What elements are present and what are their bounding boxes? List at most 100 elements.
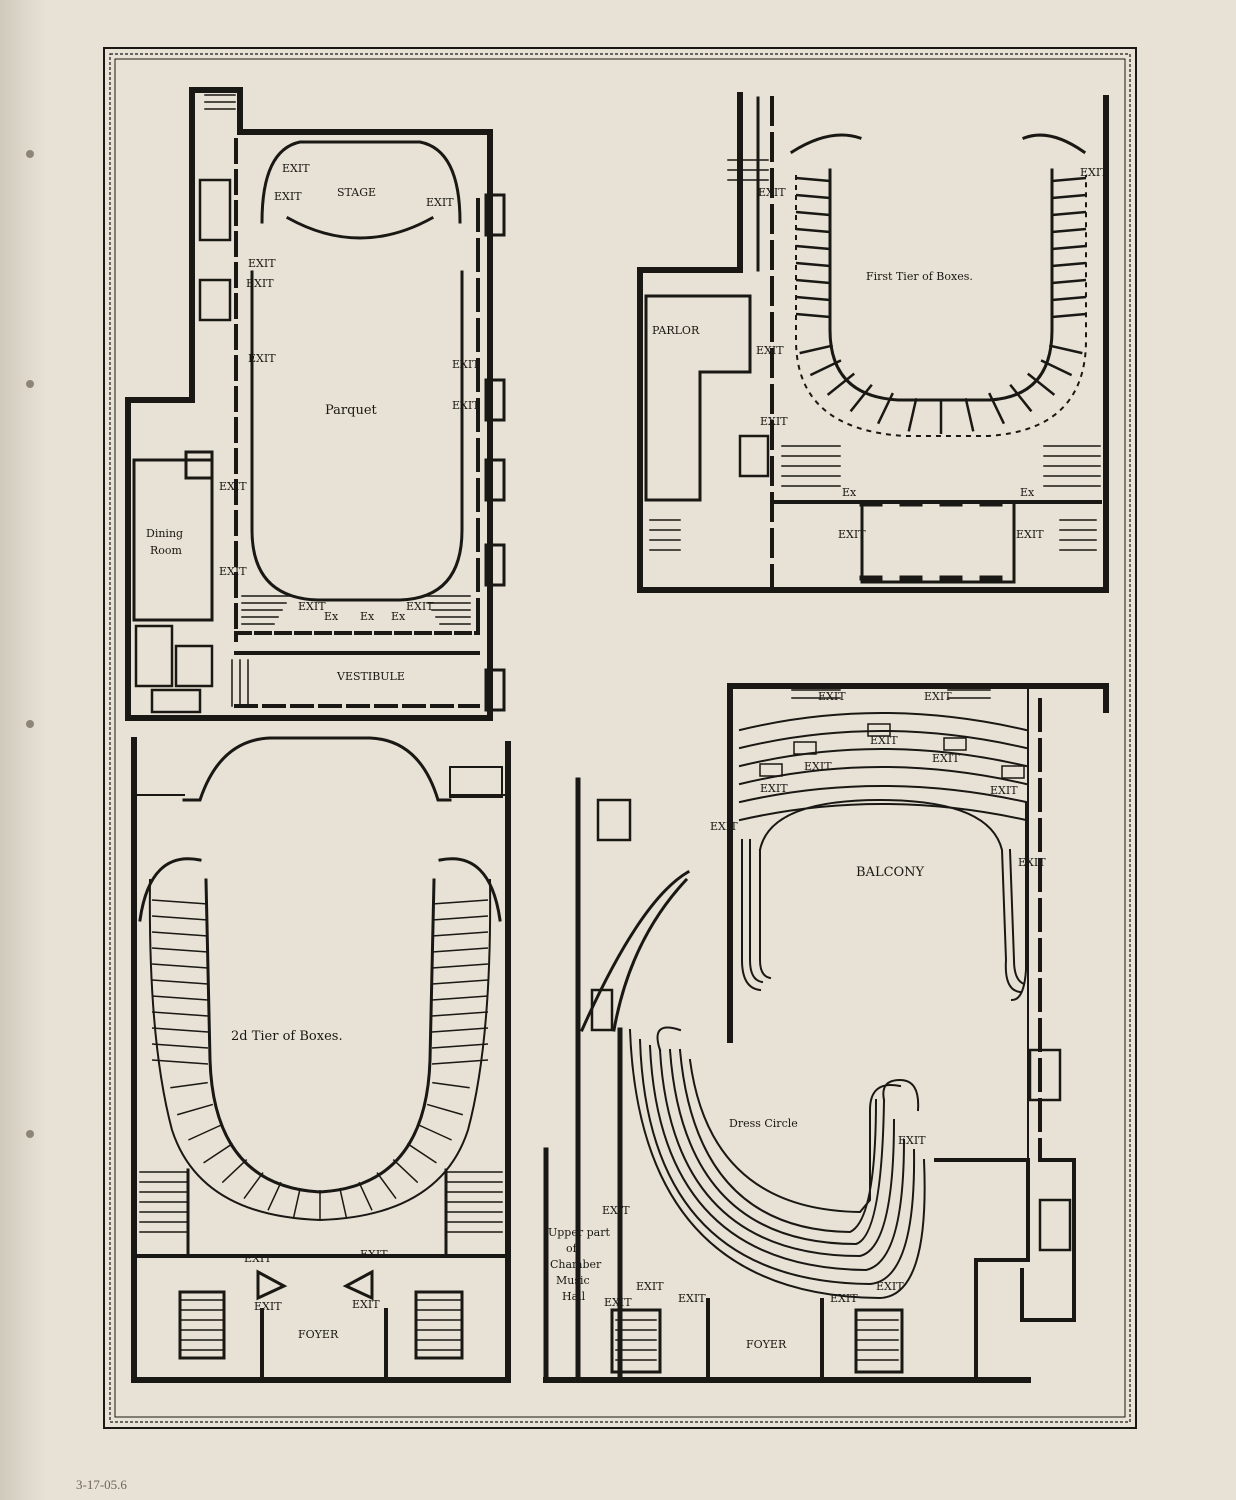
exit-label: EXIT (274, 190, 302, 203)
chamber-note-5: Hall (562, 1290, 586, 1303)
first-tier-title: First Tier of Boxes. (866, 270, 973, 283)
box-partition (849, 383, 873, 413)
box-partition (406, 1142, 437, 1164)
exit-label: EXIT (426, 196, 454, 209)
vestibule-label: VESTIBULE (336, 670, 405, 683)
box-partition (988, 392, 1006, 425)
exit-label: EXIT (1016, 528, 1044, 541)
box-partition (267, 1181, 282, 1211)
exit-label: EXIT (758, 186, 786, 199)
balcony-labels: BALCONY Dress Circle FOYER EXIT EXIT EXI… (548, 690, 1046, 1351)
box-partition (1051, 312, 1087, 319)
box-partition (799, 344, 834, 355)
box-partition (358, 1181, 373, 1211)
box-partition (431, 915, 489, 921)
exit-label: EXIT (830, 1292, 858, 1305)
exit-label: EXIT (924, 690, 952, 703)
box-partition (151, 931, 209, 937)
box-partition (151, 915, 209, 921)
exit-label: EXIT (678, 1292, 706, 1305)
box-partition (431, 931, 489, 937)
second-tier-plan (131, 736, 511, 1383)
box-partition (151, 899, 209, 905)
exit-label: EXIT (760, 782, 788, 795)
box-partition (339, 1187, 348, 1218)
box-partition (203, 1142, 234, 1164)
box-partition (243, 1172, 264, 1200)
box-partition (1048, 344, 1083, 355)
exit-label: EXIT (870, 734, 898, 747)
balcony-box (793, 741, 817, 755)
ex-label: Ex (324, 610, 339, 623)
ex-label: Ex (360, 610, 375, 623)
exit-label: EXIT (360, 1248, 388, 1261)
box-partition (188, 1124, 222, 1141)
second-tier-title: 2d Tier of Boxes. (231, 1029, 343, 1044)
exit-label: EXIT (760, 415, 788, 428)
box-partition (418, 1124, 452, 1141)
binding-hole (26, 1130, 34, 1138)
box-partition (151, 1059, 209, 1065)
box-partition (795, 193, 831, 200)
second-tier-box-partitions (151, 899, 489, 1220)
balcony-plan (543, 683, 1109, 1383)
exit-label: EXIT (838, 528, 866, 541)
box-partition (151, 963, 209, 969)
exit-label: EXIT (406, 600, 434, 613)
box-partition (795, 261, 831, 268)
first-tier-labels: First Tier of Boxes. PARLOR EXIT EXIT EX… (652, 166, 1108, 541)
box-partition (795, 278, 831, 285)
box-partition (1051, 295, 1087, 302)
binding-hole (26, 150, 34, 158)
exit-label: EXIT (804, 760, 832, 773)
exit-label: EXIT (1080, 166, 1108, 179)
box-partition (907, 397, 918, 432)
chamber-note-4: Music (556, 1274, 590, 1287)
exit-label: EXIT (636, 1280, 664, 1293)
box-partition (1009, 383, 1033, 413)
exit-label: EXIT (248, 352, 276, 365)
foyer-label: FOYER (746, 1338, 787, 1351)
box-partition (795, 227, 831, 234)
box-partition (176, 1103, 214, 1116)
exit-label: EXIT (254, 1300, 282, 1313)
box-partition (431, 979, 489, 985)
box-partition (795, 210, 831, 217)
parlor-label: PARLOR (652, 324, 700, 337)
exit-label: EXIT (244, 1252, 272, 1265)
box-partition (292, 1187, 301, 1218)
exit-label: EXIT (452, 399, 480, 412)
exit-label: EXIT (1018, 856, 1046, 869)
catalog-note: 3-17-05.6 (76, 1477, 127, 1492)
box-partition (795, 176, 831, 183)
box-partition (1051, 176, 1087, 183)
exit-label: EXIT (219, 565, 247, 578)
box-partition (1051, 244, 1087, 251)
second-tier-labels: 2d Tier of Boxes. FOYER EXIT EXIT EXIT E… (231, 1029, 388, 1341)
box-partition (431, 995, 489, 1001)
box-partition (376, 1172, 397, 1200)
exit-label: EXIT (219, 480, 247, 493)
ex-label: Ex (1020, 486, 1035, 499)
parquet-plan (125, 87, 506, 721)
dining-label-1: Dining (146, 527, 183, 540)
balcony-box (943, 737, 967, 751)
binding-edge (0, 0, 46, 1500)
box-partition (876, 392, 894, 425)
box-partition (431, 947, 489, 953)
box-partition (795, 312, 831, 319)
exit-label: EXIT (248, 257, 276, 270)
exit-label: EXIT (710, 820, 738, 833)
box-partition (1051, 193, 1087, 200)
box-partition (151, 995, 209, 1001)
box-partition (431, 1011, 489, 1017)
box-partition (151, 979, 209, 985)
exit-label: EXIT (246, 277, 274, 290)
exit-label: EXIT (298, 600, 326, 613)
exit-label: EXIT (602, 1204, 630, 1217)
first-tier-box-partitions (795, 176, 1087, 434)
box-partition (1051, 210, 1087, 217)
chamber-note-2: of (566, 1242, 578, 1255)
box-partition (151, 947, 209, 953)
